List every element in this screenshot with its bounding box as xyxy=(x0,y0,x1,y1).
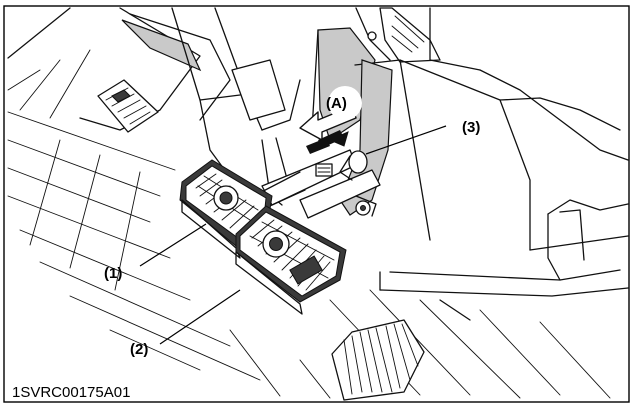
figure-frame xyxy=(3,5,630,403)
accelerator-pedal xyxy=(331,299,471,401)
callout-1: (1) xyxy=(104,265,122,282)
upper-left-pedal xyxy=(97,79,159,133)
callout-3: (3) xyxy=(462,119,480,136)
figure-code: 1SVRC00175A01 xyxy=(12,384,130,401)
leader-2 xyxy=(159,289,241,345)
floor-mat-ribs xyxy=(7,49,611,399)
leader-lines xyxy=(139,125,447,345)
leader-1 xyxy=(139,223,207,267)
callout-2: (2) xyxy=(130,341,148,358)
direction-arrow xyxy=(299,86,362,154)
pedal-linkage xyxy=(245,59,393,219)
steering-column xyxy=(171,7,301,181)
pedal-lock-knob xyxy=(348,150,368,174)
leader-3 xyxy=(365,125,447,155)
left-footrest xyxy=(7,7,231,131)
brake-pedal-right xyxy=(235,205,347,315)
floor-rail xyxy=(379,199,629,297)
callout-a: (A) xyxy=(326,95,347,112)
